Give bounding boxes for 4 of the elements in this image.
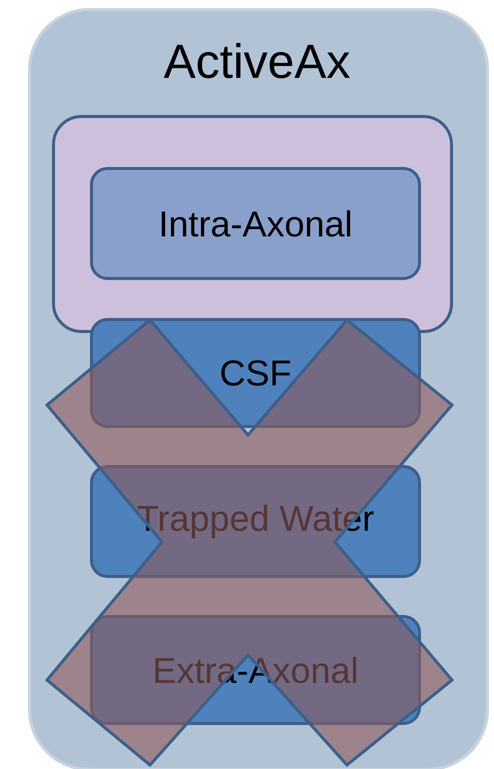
compartment-box: Intra-Axonal: [90, 167, 421, 280]
compartment-box: CSF: [90, 318, 421, 428]
compartment-box: Trapped Water: [90, 465, 421, 578]
compartment-box: Extra-Axonal: [90, 615, 421, 725]
